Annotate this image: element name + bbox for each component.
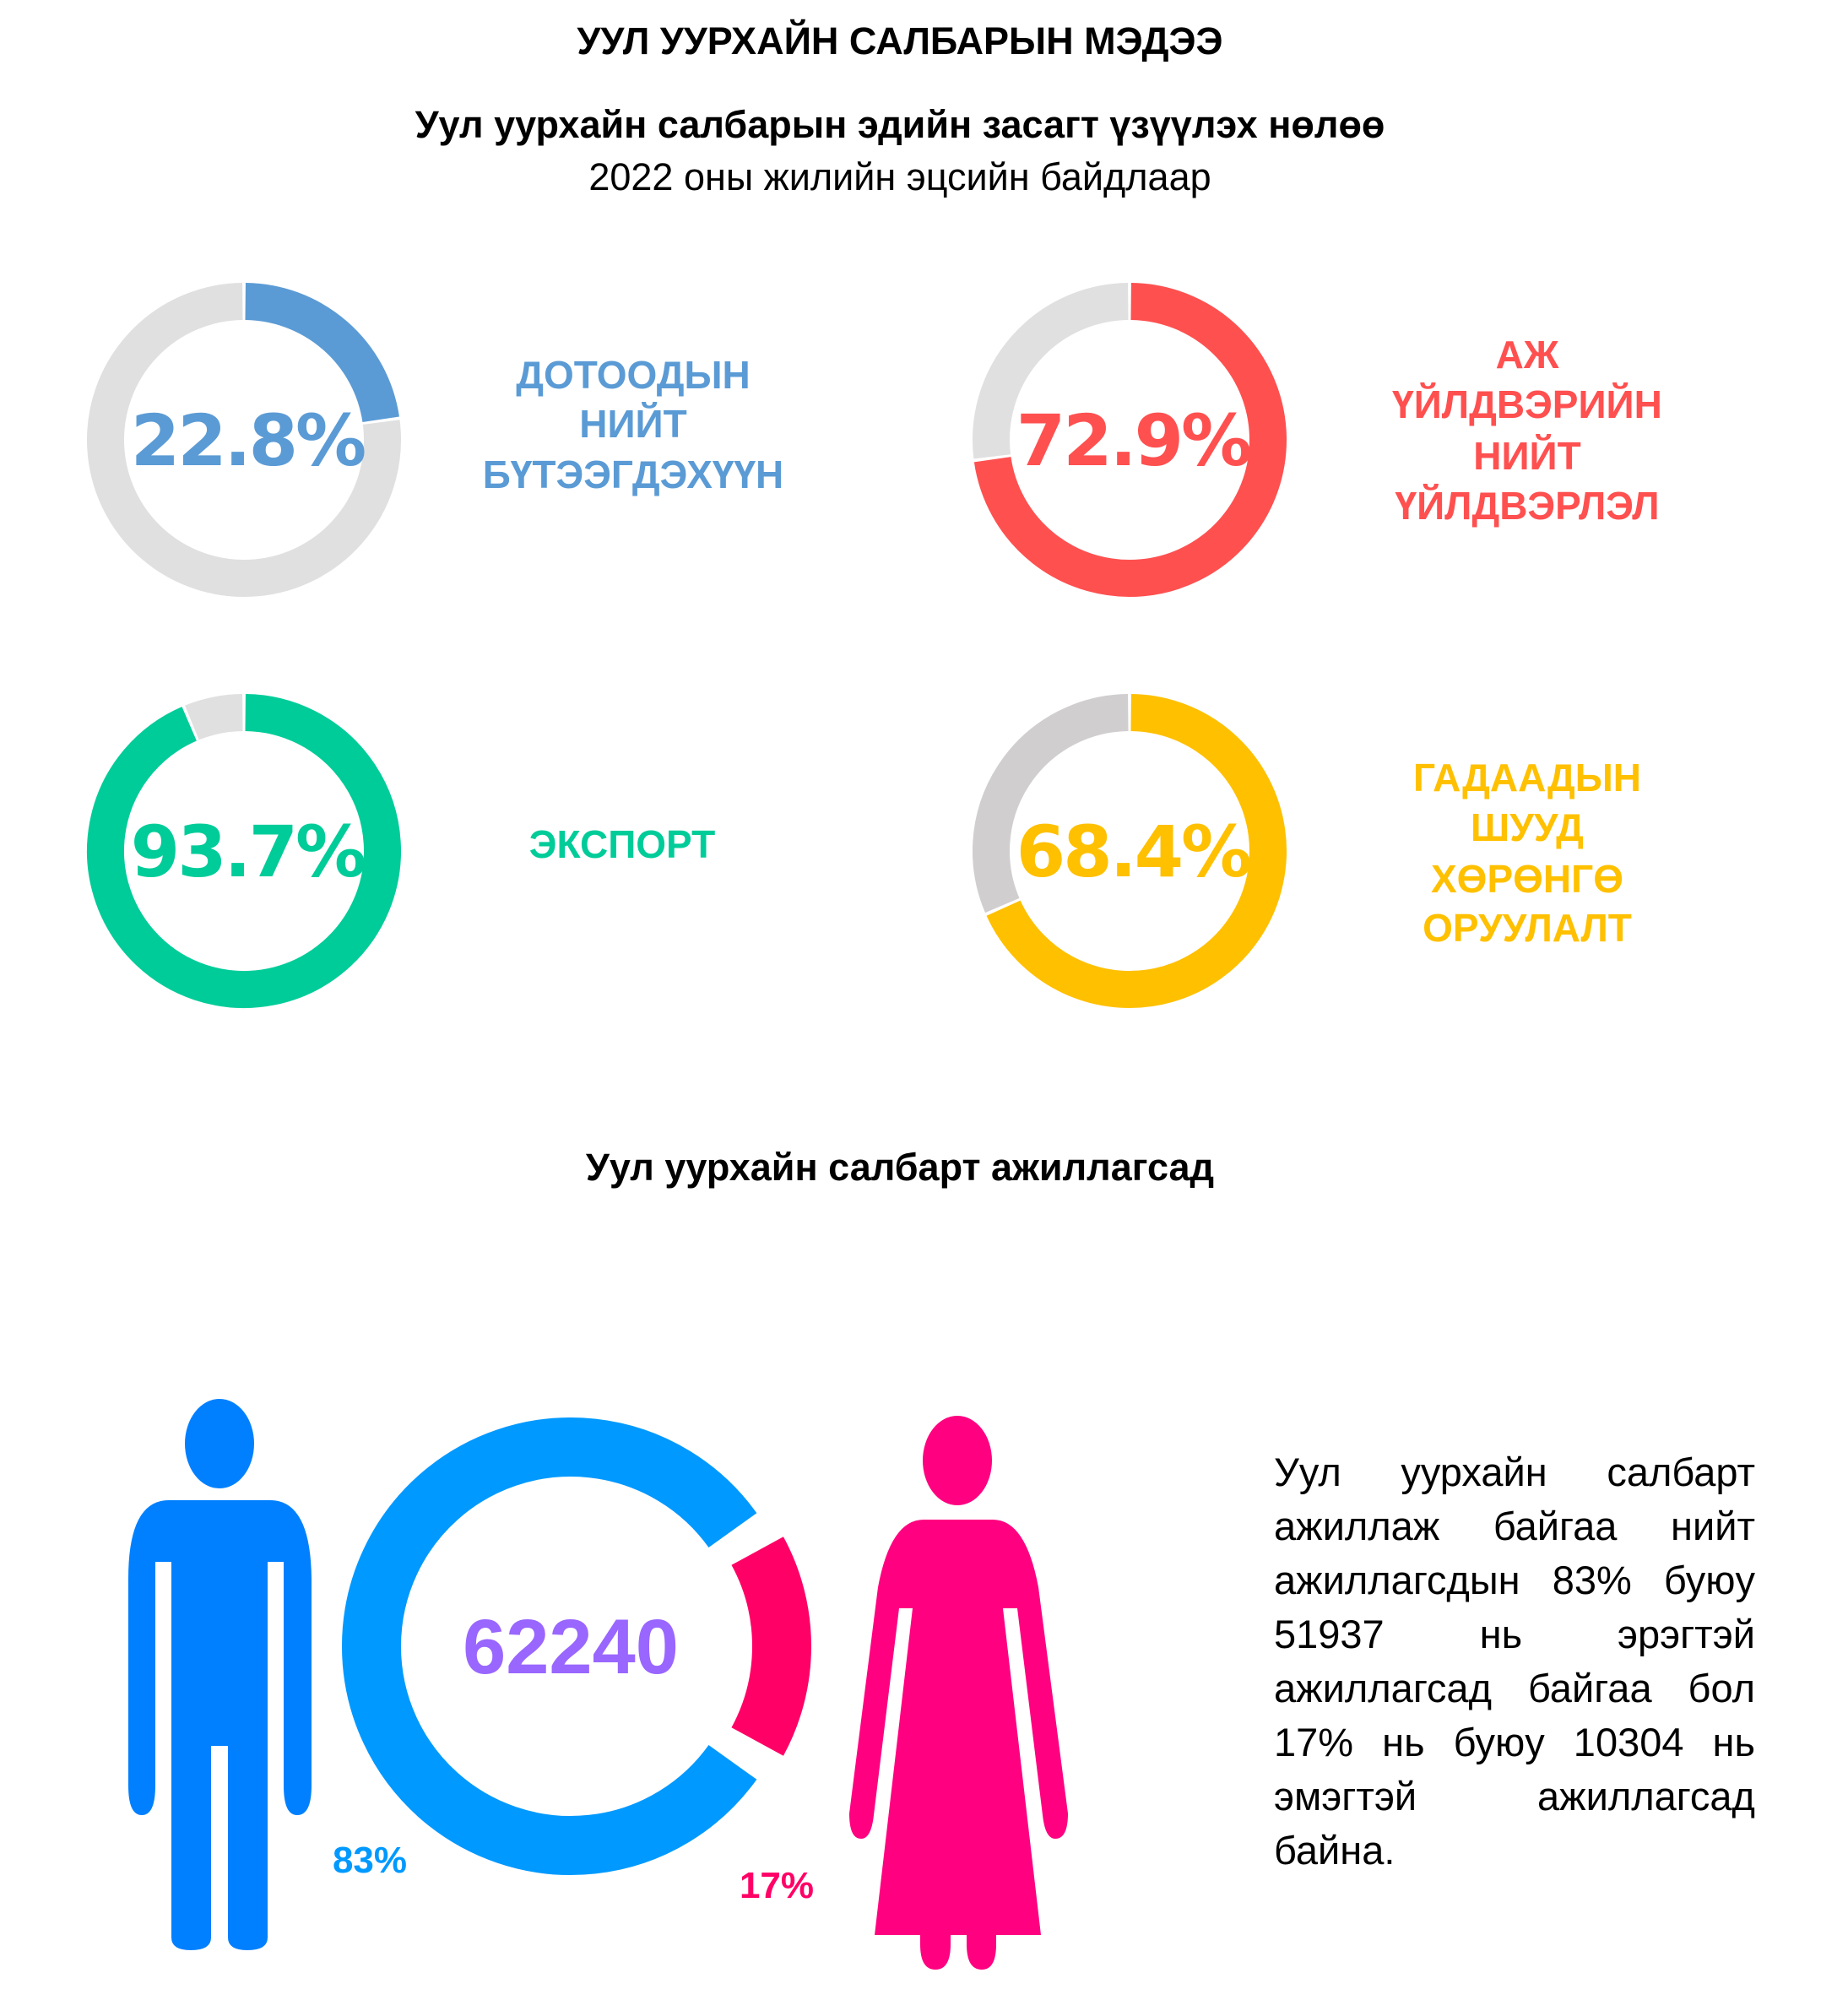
donut-rest-segment (87, 283, 401, 597)
female-percent-label: 17% (740, 1865, 814, 1906)
donut-category-label: ДОТООДЫН (516, 353, 750, 397)
male-person-icon (128, 1399, 312, 2000)
donut-value-label: 68.4% (1016, 810, 1250, 893)
donut-category-label: ШУУД (1471, 805, 1584, 849)
male-percent-label: 83% (333, 1840, 407, 1881)
donut-chart: 68.4% ГАДААДЫН ШУУД ХӨРӨНГӨ ОРУУЛАЛТ (973, 694, 1641, 1008)
total-workers-value: 62240 (463, 1604, 679, 1690)
donut-value-segment (244, 283, 399, 423)
male-segment (342, 1417, 757, 1875)
section-title-workers: Уул уурхайн салбарт ажиллагсад (586, 1146, 1214, 1189)
donut-chart: 72.9% АЖ ҮЙЛДВЭРИЙН НИЙТ ҮЙЛДВЭРЛЭЛ (973, 283, 1662, 597)
donut-category-label: БҮТЭЭГДЭХҮҮН (483, 453, 784, 496)
donut-category-label: ҮЙЛДВЭРЛЭЛ (1395, 484, 1660, 528)
donut-rest-segment (973, 283, 1129, 459)
donut-value-segment (986, 694, 1287, 1008)
donut-category-label: ЭКСПОРТ (529, 822, 715, 866)
workers-donut (342, 1417, 811, 1875)
period-text: 2022 оны жилийн эцсийн байдлаар (588, 155, 1211, 198)
section-title-impact: Уул уурхайн салбарын эдийн засагт үзүүлэ… (415, 103, 1385, 146)
donut-value-label: 72.9% (1016, 399, 1250, 482)
female-person-icon (849, 1416, 1068, 1970)
impact-donuts: 22.8% ДОТООДЫН НИЙТ БҮТЭЭГДЭХҮҮН 72.9% АЖ ҮЙЛД… (87, 283, 1662, 1008)
donut-category-label: АЖ (1496, 333, 1559, 377)
donut-category-label: ОРУУЛАЛТ (1423, 906, 1632, 950)
donut-category-label: НИЙТ (1473, 434, 1580, 478)
donut-chart: 22.8% ДОТООДЫН НИЙТ БҮТЭЭГДЭХҮҮН (87, 283, 784, 597)
donut-category-label: ҮЙЛДВЭРИЙН (1392, 382, 1662, 426)
donut-value-label: 22.8% (131, 399, 365, 482)
female-segment (731, 1537, 811, 1756)
donut-value-segment (87, 694, 401, 1008)
workers-description: Уул уурхайн салбарт ажиллаж байгаа нийт … (1274, 1450, 1755, 1873)
donut-rest-segment (185, 694, 244, 740)
donut-value-label: 93.7% (131, 810, 365, 893)
donut-category-label: ГАДААДЫН (1413, 756, 1641, 799)
donut-rest-segment (973, 694, 1129, 913)
donut-category-label: НИЙТ (579, 402, 686, 446)
donut-chart: 93.7% ЭКСПОРТ (87, 694, 715, 1008)
page-title: УУЛ УУРХАЙН САЛБАРЫН МЭДЭЭ (577, 19, 1222, 62)
donut-category-label: ХӨРӨНГӨ (1431, 857, 1623, 901)
donut-value-segment (973, 283, 1287, 597)
